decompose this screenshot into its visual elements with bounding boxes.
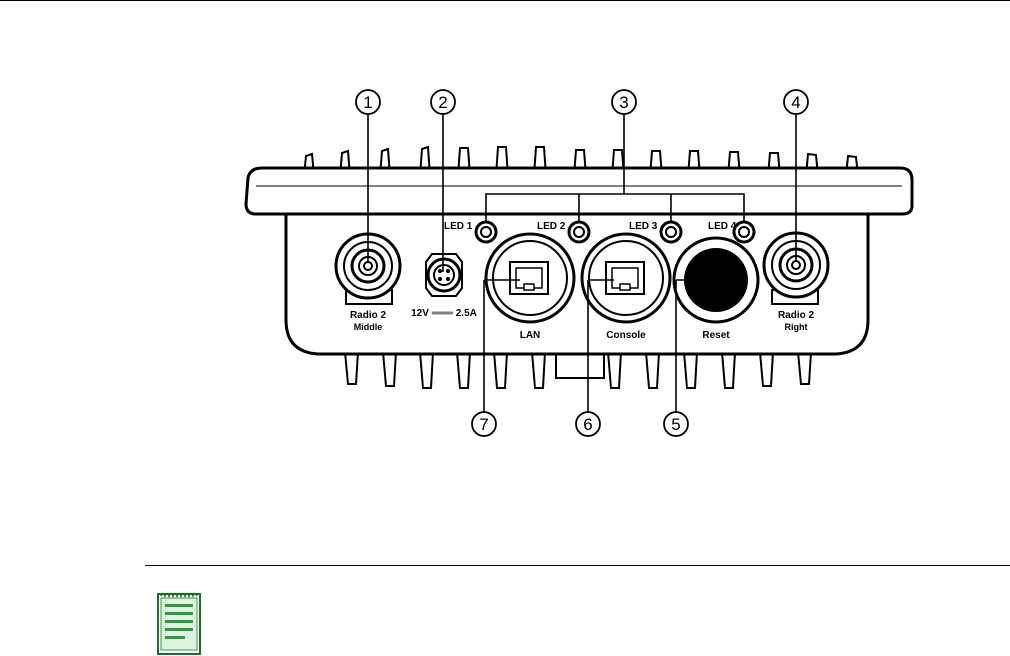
label-led-1: LED 1 [444,221,473,232]
label-radio-middle-2: Middle [354,322,383,332]
note-icon [155,590,203,656]
console-port [582,234,670,322]
label-radio-right-2: Right [785,322,808,332]
label-radio-right-1: Radio 2 [778,310,815,321]
callout-7: 7 [479,415,488,434]
label-power: 12V ═══ 2.5A [411,308,477,319]
label-console: Console [606,330,646,341]
bottom-fins [345,352,811,388]
label-led-2: LED 2 [537,221,566,232]
callout-6: 6 [583,415,592,434]
led-3 [661,222,681,242]
led-2 [569,222,589,242]
section-rule [145,565,1010,566]
lan-port [486,234,574,322]
label-led-4: LED 4 [708,221,737,232]
led-1 [476,222,496,242]
label-led-3: LED 3 [629,221,658,232]
access-point-port-diagram: 1 2 3 4 5 6 7 LED 1 LED 2 LED 3 LED 4 Ra… [0,0,1010,560]
power-connector [426,254,462,296]
callout-2: 2 [438,93,447,112]
label-reset: Reset [702,330,730,341]
callout-1: 1 [363,93,372,112]
label-radio-middle-1: Radio 2 [350,310,387,321]
callout-5: 5 [671,415,680,434]
callout-4: 4 [791,93,800,112]
label-lan: LAN [520,330,541,341]
callout-3: 3 [619,93,628,112]
led-4 [734,222,754,242]
